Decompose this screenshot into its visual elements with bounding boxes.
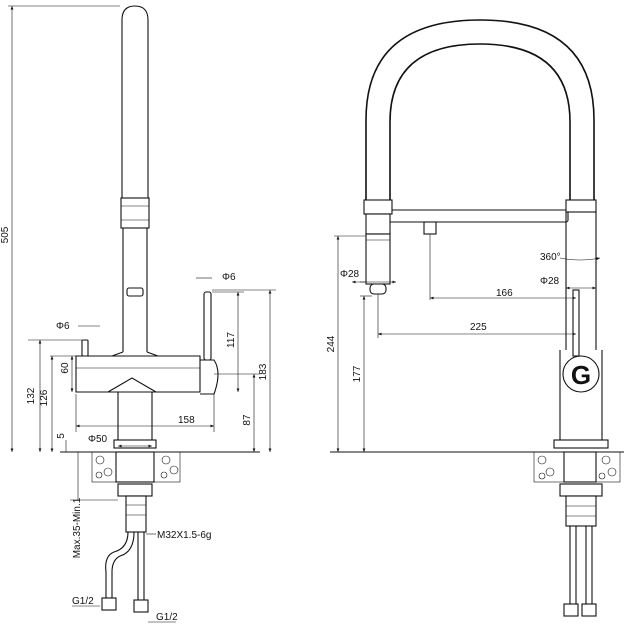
faucet-body bbox=[75, 351, 219, 449]
brand-logo: G bbox=[562, 355, 600, 393]
under-fittings bbox=[101, 483, 153, 613]
dim-rotation: 360° bbox=[540, 252, 561, 263]
dim-166: 166 bbox=[496, 288, 513, 299]
dim-132: 132 bbox=[26, 387, 37, 404]
front-under-fittings bbox=[559, 483, 603, 617]
dim-244: 244 bbox=[326, 335, 337, 352]
thread-spec: M32X1.5-6g bbox=[157, 530, 211, 541]
front-view: G 360° Φ28 Φ2 bbox=[326, 19, 624, 617]
dim-158: 158 bbox=[178, 415, 195, 426]
dim-225: 225 bbox=[470, 322, 487, 333]
dim-5: 5 bbox=[56, 433, 67, 439]
logo-letter: G bbox=[571, 360, 591, 390]
counter-thickness: Max.35-Min.1 bbox=[72, 497, 83, 558]
spout-column bbox=[120, 5, 150, 352]
spray-arm bbox=[387, 209, 569, 235]
sprayer-head bbox=[363, 199, 393, 295]
side-dimensions: 505 132 126 60 5 Φ6 Φ6 117 183 87 bbox=[0, 5, 276, 623]
dim-177: 177 bbox=[352, 365, 363, 382]
dim-60: 60 bbox=[60, 362, 71, 374]
dim-126: 126 bbox=[39, 389, 50, 406]
inlet-left: G1/2 bbox=[72, 596, 94, 607]
front-body bbox=[553, 199, 609, 449]
side-view: 505 132 126 60 5 Φ6 Φ6 117 183 87 bbox=[0, 5, 276, 623]
right-lever bbox=[203, 291, 212, 361]
dim-87: 87 bbox=[242, 414, 253, 426]
dim-117: 117 bbox=[226, 332, 237, 348]
counter-section bbox=[60, 451, 260, 483]
dim-lever-dia: Φ6 bbox=[56, 321, 70, 332]
inlet-right: G1/2 bbox=[156, 612, 178, 623]
gooseneck bbox=[365, 19, 595, 202]
dim-base-dia: Φ50 bbox=[88, 434, 108, 445]
dim-body-dia: Φ28 bbox=[540, 276, 560, 287]
left-lever bbox=[81, 339, 89, 357]
dim-handle-dia: Φ6 bbox=[222, 272, 236, 283]
dim-total-height: 505 bbox=[0, 226, 11, 243]
dim-spray-dia: Φ28 bbox=[340, 269, 360, 280]
front-counter bbox=[330, 451, 624, 483]
front-dimensions: 360° Φ28 Φ28 166 225 244 177 bbox=[326, 234, 601, 452]
dim-183: 183 bbox=[258, 363, 269, 380]
